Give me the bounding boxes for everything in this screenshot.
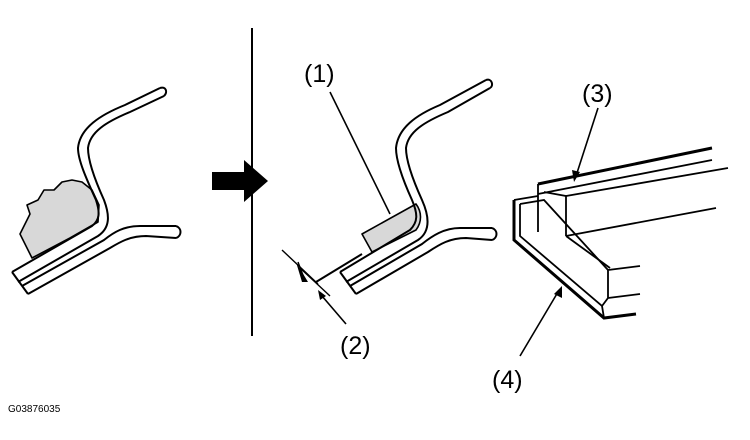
dimension-arrow-bottom-icon [318, 290, 326, 300]
callout-3-label: (3) [582, 80, 613, 108]
base-4-face [519, 204, 641, 319]
callout-4-leader [519, 291, 559, 357]
bead-3-side [565, 167, 729, 237]
after-flange-end [339, 271, 357, 295]
sealant-bead-profile [512, 146, 729, 320]
inner-panel-line-a [21, 225, 176, 287]
inner-panel-end-cap [175, 225, 182, 239]
inner-panel-line-b [27, 234, 177, 295]
base-4-side [565, 235, 611, 269]
figure-id: G03876035 [8, 404, 61, 415]
base-4-top-edge [513, 195, 609, 271]
after-panel-section [315, 78, 498, 295]
callout-4-arrow-icon [554, 286, 562, 298]
dimension-line-top [297, 261, 305, 279]
bead-3-front-top [537, 159, 713, 195]
bead-3-top-edge [537, 146, 713, 186]
flange-end-left [11, 271, 29, 295]
new-sealant-area [361, 203, 422, 253]
old-sealant-area [19, 179, 100, 259]
after-inner-panel-end-cap [491, 227, 498, 241]
after-inner-panel-line-b [355, 236, 493, 295]
outer-panel-line-b [17, 95, 165, 283]
after-outer-panel-end-cap [485, 78, 494, 89]
before-panel-section [11, 86, 182, 295]
right-arrow-icon [212, 160, 268, 202]
callout-2-label: (2) [340, 332, 371, 360]
outer-panel-line-a [11, 87, 161, 273]
dimension-extension-bottom [299, 267, 331, 297]
callout-3-leader [575, 107, 599, 177]
after-outer-panel-line-b [345, 87, 491, 283]
outer-panel-end-cap [159, 86, 168, 97]
callout-1-label: (1) [304, 60, 335, 88]
base-4-bottom-edge [512, 200, 637, 320]
callout-1-leader [329, 91, 391, 215]
dimension-2 [281, 249, 347, 325]
callout-3-arrow-icon [572, 170, 580, 182]
after-inner-panel-line-a [349, 227, 492, 287]
callout-4-label: (4) [492, 366, 523, 394]
callout-2-leader [321, 295, 347, 325]
after-flange-extension [315, 253, 363, 283]
after-outer-panel-line-a [339, 79, 487, 273]
